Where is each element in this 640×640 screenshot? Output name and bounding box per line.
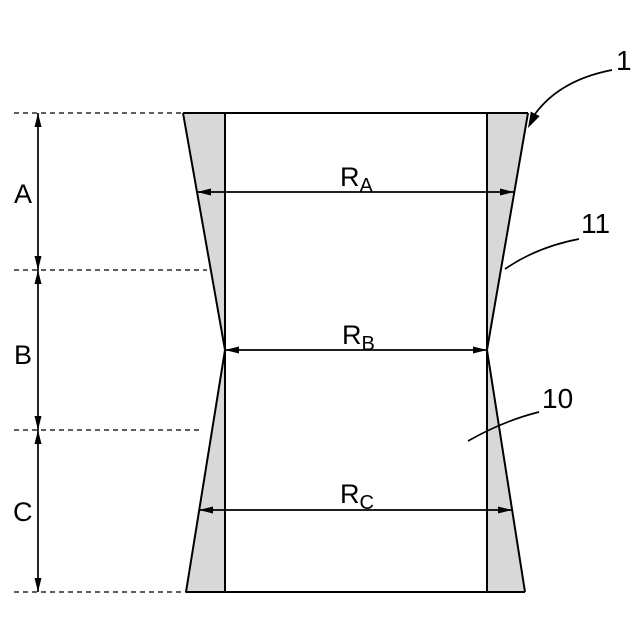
arrowhead-rb-left bbox=[225, 346, 239, 354]
extension-lines bbox=[14, 112, 207, 593]
arrowhead-a-bottom bbox=[34, 256, 42, 270]
arrowhead-ref-1 bbox=[528, 111, 540, 128]
arrowhead-rc-right bbox=[498, 506, 512, 514]
vertical-dimensions: A B C bbox=[13, 113, 42, 592]
arrowhead-b-bottom bbox=[34, 416, 42, 430]
dim-label-rb: RB bbox=[342, 320, 375, 355]
horizontal-dimensions: RA RB RC bbox=[197, 162, 514, 514]
ref-numeral-1: 1 bbox=[616, 45, 632, 76]
ref-numeral-10: 10 bbox=[542, 383, 573, 414]
arrowhead-rb-right bbox=[473, 346, 487, 354]
arrowhead-ra-left bbox=[197, 188, 211, 196]
arrowhead-ra-right bbox=[500, 188, 514, 196]
section-label-c: C bbox=[13, 497, 33, 527]
section-label-a: A bbox=[14, 179, 32, 209]
reference-leaders: 1 11 10 bbox=[467, 45, 632, 442]
arrowhead-c-top bbox=[34, 430, 42, 444]
dim-label-ra: RA bbox=[340, 162, 374, 197]
leader-arrow-1 bbox=[534, 69, 613, 115]
ref-numeral-11: 11 bbox=[581, 208, 610, 239]
leader-line-11 bbox=[504, 238, 580, 270]
dim-label-rc: RC bbox=[340, 479, 374, 514]
leader-line-10 bbox=[467, 411, 540, 442]
arrowhead-c-bottom bbox=[34, 578, 42, 592]
section-label-b: B bbox=[14, 340, 32, 370]
arrowhead-b-top bbox=[34, 270, 42, 284]
arrowhead-a-top bbox=[34, 113, 42, 127]
arrowhead-rc-left bbox=[199, 506, 213, 514]
